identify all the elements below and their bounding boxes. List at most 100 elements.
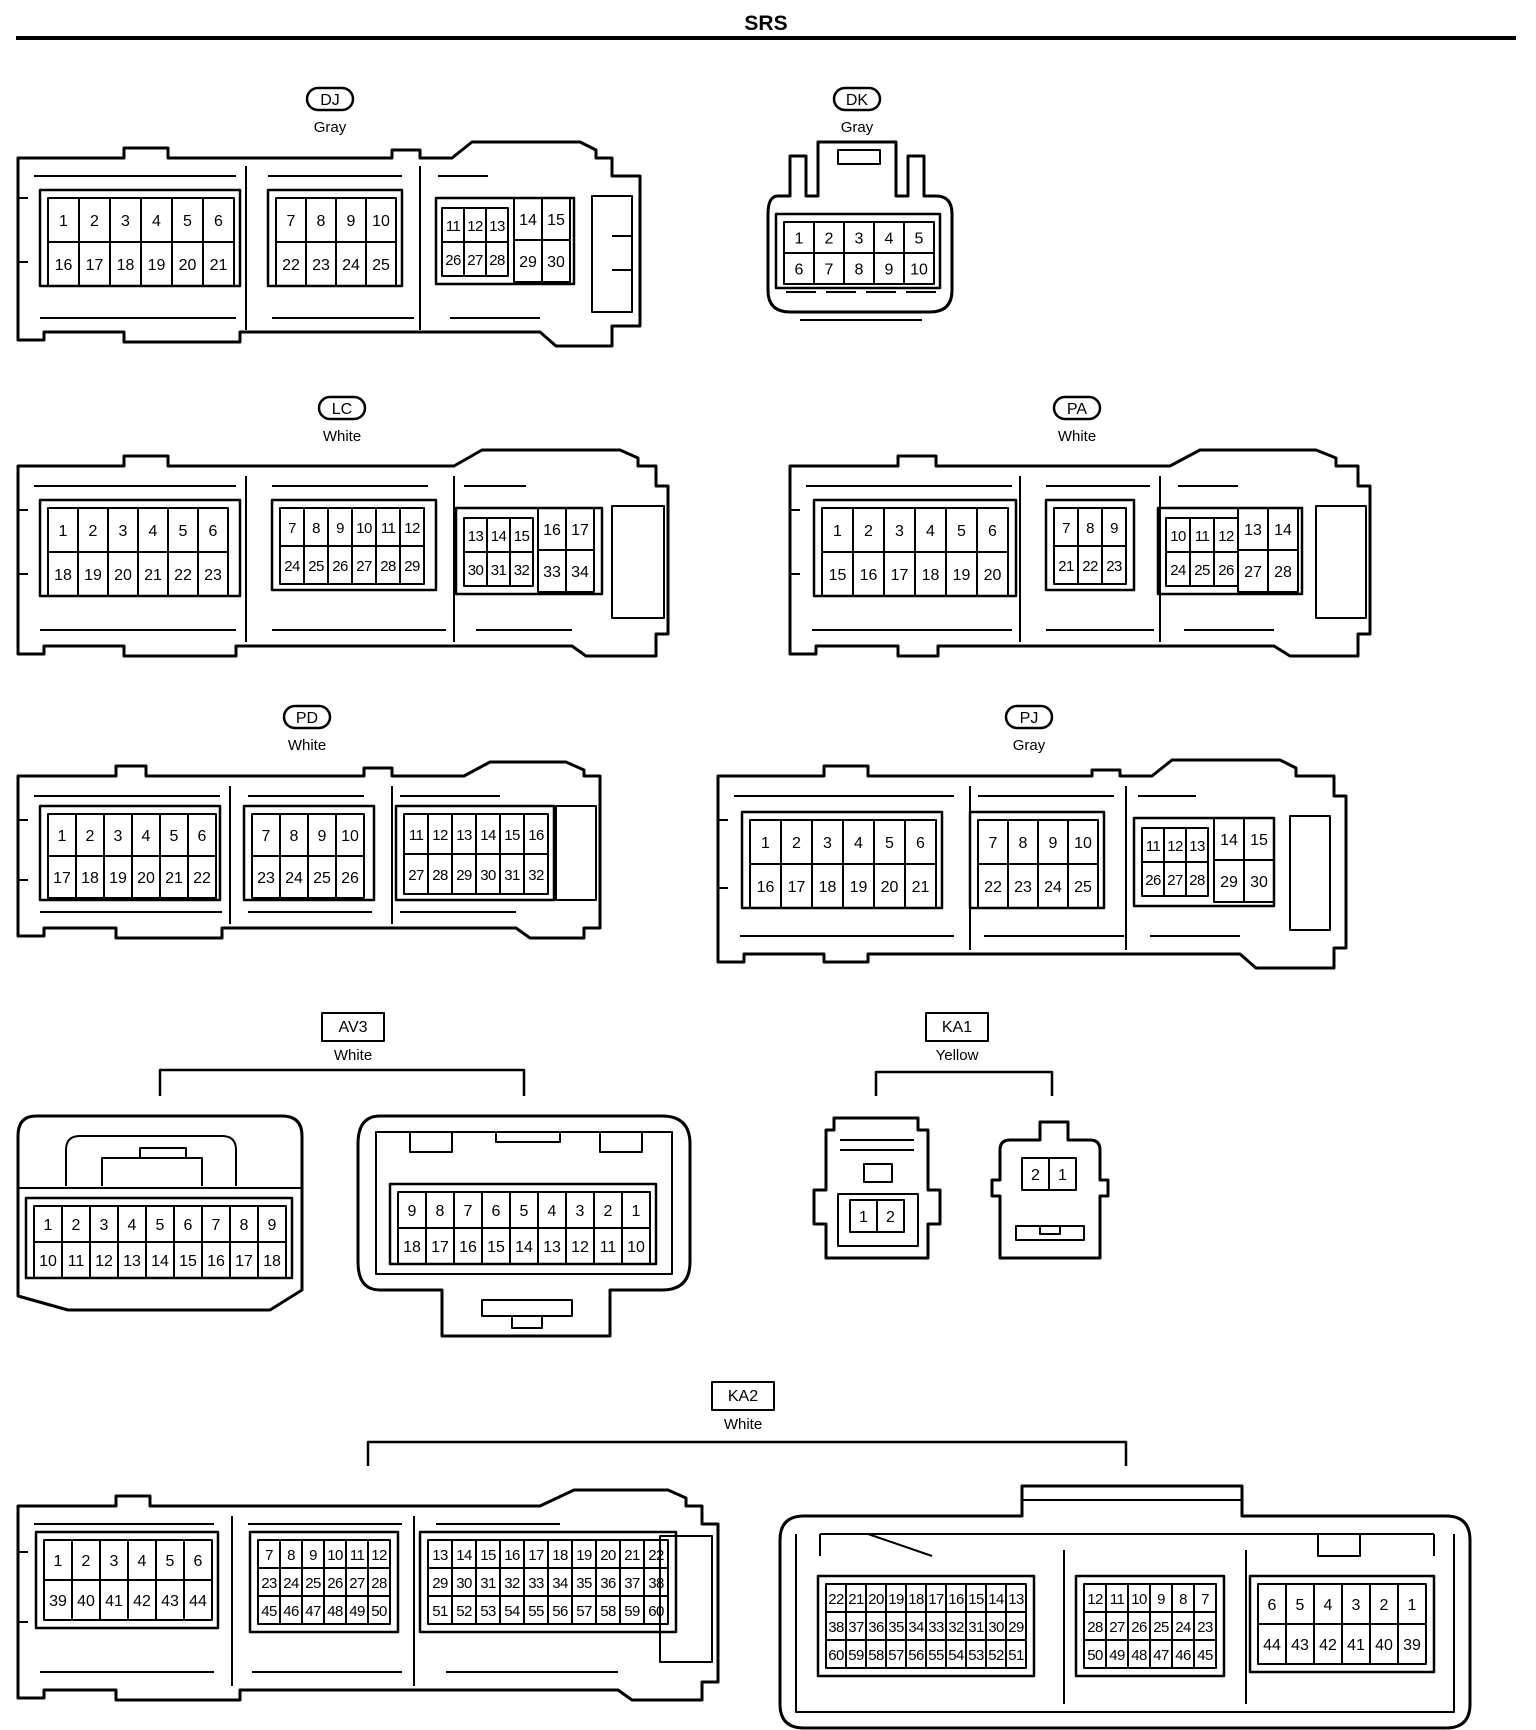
pin-label: 16 <box>528 827 544 844</box>
pin-label: 20 <box>600 1547 616 1564</box>
pin-label: 4 <box>138 1553 147 1570</box>
pin-label: 18 <box>922 567 940 584</box>
pin-label: 20 <box>881 879 899 896</box>
pin-label: 23 <box>1106 558 1122 575</box>
pin-label: 30 <box>456 1575 472 1592</box>
code-badge <box>711 1381 775 1411</box>
pin-label: 3 <box>100 1217 109 1234</box>
pin-label: 44 <box>189 1593 207 1610</box>
pin-label: 10 <box>627 1239 645 1256</box>
pin-label: 36 <box>600 1575 616 1592</box>
pin-label: 6 <box>916 835 925 852</box>
pin-label: 22 <box>174 567 192 584</box>
pin-label: 30 <box>480 867 496 884</box>
pin-label: 7 <box>1201 1591 1209 1608</box>
pin-label: 21 <box>210 257 228 274</box>
pin-label: 1 <box>59 213 68 230</box>
pin-label: 18 <box>403 1239 421 1256</box>
pin-label: 25 <box>1153 1619 1169 1636</box>
pin-label: 51 <box>432 1603 448 1620</box>
pin-label: 26 <box>1218 562 1234 579</box>
pin-label: 11 <box>409 827 424 844</box>
pin-label: 58 <box>868 1647 884 1664</box>
pin-label: 60 <box>648 1603 664 1620</box>
pin-label: 4 <box>548 1203 557 1220</box>
pair-bracket <box>158 1068 526 1096</box>
connector-code: DJ <box>320 92 340 109</box>
pin-label: 7 <box>262 828 271 845</box>
pin-label: 20 <box>868 1591 884 1608</box>
pin-label: 12 <box>1087 1591 1103 1608</box>
pin-frame <box>812 498 1018 598</box>
pin-label: 25 <box>305 1575 321 1592</box>
pin-label: 20 <box>984 567 1002 584</box>
pin-label: 55 <box>928 1647 944 1664</box>
code-badge <box>305 86 355 112</box>
pin-label: 4 <box>926 523 935 540</box>
pin-frame <box>434 196 576 286</box>
pin-label: 3 <box>121 213 130 230</box>
pin-label: 6 <box>209 523 218 540</box>
pin-frame <box>418 1530 678 1634</box>
pin-label: 6 <box>184 1217 193 1234</box>
code-badge <box>282 704 332 730</box>
pin-label: 12 <box>571 1239 589 1256</box>
pin-label: 10 <box>327 1547 343 1564</box>
pin-label: 11 <box>1146 838 1161 855</box>
connector-detail <box>786 149 936 321</box>
pin-label: 14 <box>480 827 496 844</box>
pin-label: 29 <box>1220 874 1238 891</box>
pin-label: 33 <box>928 1619 944 1636</box>
connector-code: LC <box>332 401 352 418</box>
pin-label: 6 <box>795 262 804 279</box>
connector-detail-right <box>375 1131 673 1329</box>
pin-label: 10 <box>39 1253 57 1270</box>
pin-label: 37 <box>624 1575 640 1592</box>
pin-label: 31 <box>504 867 520 884</box>
pin-label: 11 <box>350 1547 365 1564</box>
pin-label: 8 <box>1019 835 1028 852</box>
pin-label: 29 <box>456 867 472 884</box>
pin-label: 14 <box>491 528 507 545</box>
code-badge <box>1052 395 1102 421</box>
pin-label: 8 <box>312 520 320 537</box>
pin-label: 6 <box>988 523 997 540</box>
pin-label: 19 <box>888 1591 904 1608</box>
pin-label: 32 <box>948 1619 964 1636</box>
pin-label: 25 <box>313 870 331 887</box>
pin-cell <box>1267 549 1299 593</box>
pin-label: 32 <box>504 1575 520 1592</box>
connector-color: White <box>288 737 326 754</box>
pin-label: 59 <box>848 1647 864 1664</box>
pin-label: 37 <box>848 1619 864 1636</box>
connector-detail <box>18 166 633 330</box>
pin-label: 16 <box>55 257 73 274</box>
pin-label: 5 <box>1296 1597 1305 1614</box>
connector-housing-left <box>16 1114 304 1312</box>
pin-label: 13 <box>1189 838 1205 855</box>
pin-label: 4 <box>854 835 863 852</box>
pin-frame <box>740 810 944 910</box>
pin-label: 25 <box>308 558 324 575</box>
pin-label: 4 <box>1324 1597 1333 1614</box>
pin-label: 16 <box>459 1239 477 1256</box>
pin-label: 13 <box>468 528 484 545</box>
pin-label: 2 <box>86 828 95 845</box>
pin-label: 48 <box>327 1603 343 1620</box>
pin-label: 50 <box>1087 1647 1103 1664</box>
pin-label: 55 <box>528 1603 544 1620</box>
pin-label: 24 <box>342 257 360 274</box>
pin-label: 4 <box>152 213 161 230</box>
pin-label: 9 <box>309 1547 317 1564</box>
pin-label: 27 <box>356 558 372 575</box>
pin-label: 35 <box>576 1575 592 1592</box>
pin-label: 2 <box>72 1217 81 1234</box>
pin-label: 52 <box>456 1603 472 1620</box>
pin-label: 45 <box>261 1603 277 1620</box>
pin-label: 25 <box>1194 562 1210 579</box>
connector-code: PA <box>1067 401 1087 418</box>
pin-cell <box>903 252 935 285</box>
